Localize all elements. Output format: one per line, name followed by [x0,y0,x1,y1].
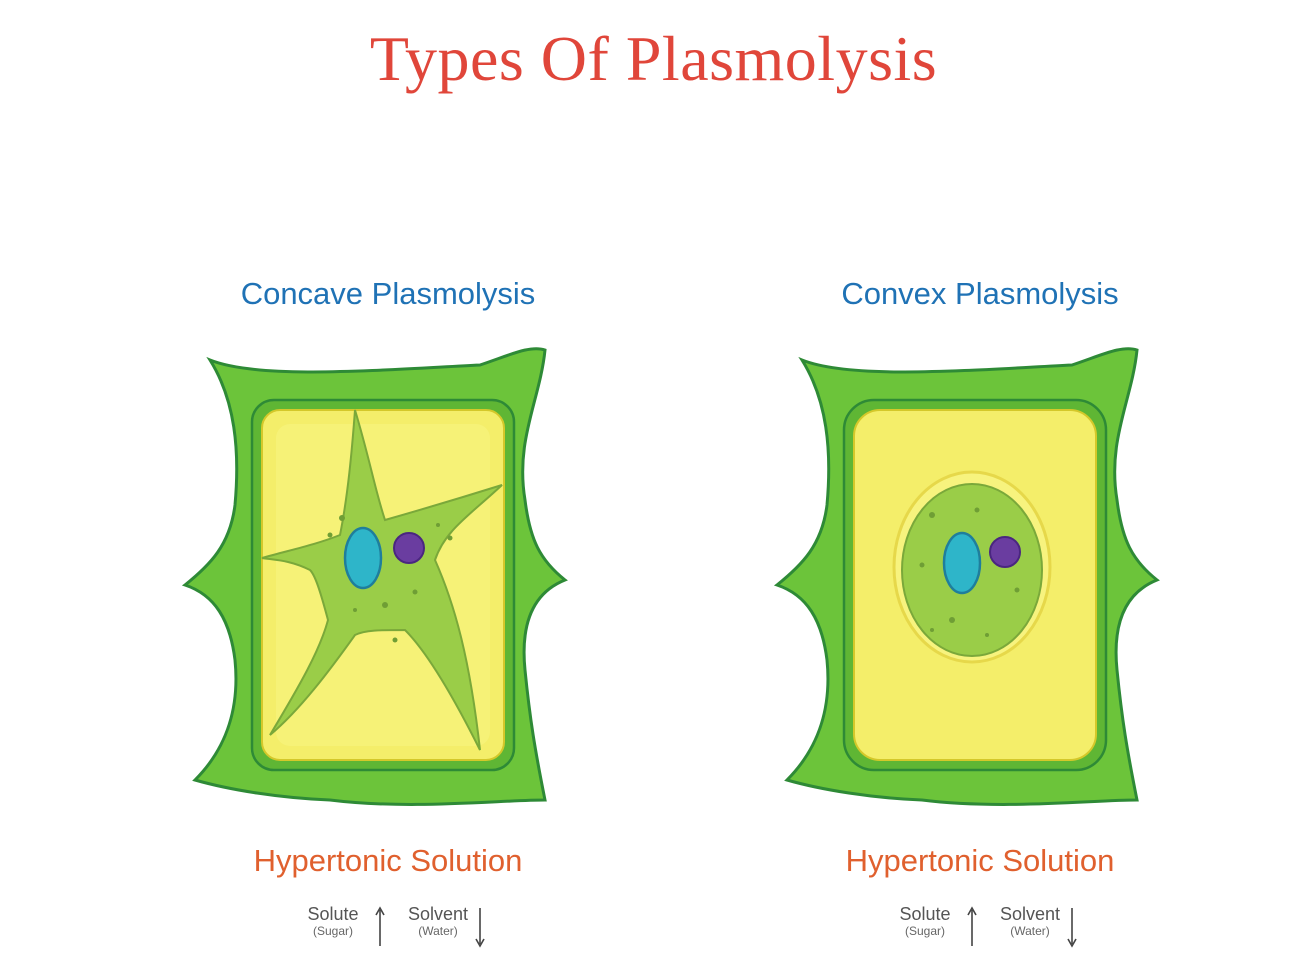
nucleus [343,526,383,590]
solute-label: Solute [307,904,359,924]
solute-term: Solute (Sugar) [298,904,368,938]
solution-label: Hypertonic Solution [845,843,1115,878]
arrow-down-icon [475,908,485,948]
solute-term: Solute (Sugar) [890,904,960,938]
arrow-up-icon [375,906,385,946]
panel-subtitle: Convex Plasmolysis [841,276,1119,311]
solvent-term: Solvent (Water) [990,904,1070,938]
nucleolus [393,532,425,564]
panel-convex: Convex Plasmolysis Hypertonic Solution S… [680,0,1280,980]
nucleolus [989,536,1021,568]
nucleus [942,531,982,595]
solvent-sub-label: (Water) [1010,924,1050,938]
solvent-sub-label: (Water) [418,924,458,938]
panel-concave: Concave Plasmolysis Hypertonic Solution … [88,0,688,980]
solute-sub-label: (Sugar) [312,924,353,938]
solute-label: Solute [899,904,951,924]
solvent-label: Solvent [407,904,469,924]
cytoplasm [261,409,503,751]
arrow-up-icon [967,906,977,946]
solute-solvent-legend: Solute (Sugar) Solvent (Water) [298,904,498,954]
page-title: Types Of Plasmolysis [369,23,938,94]
solvent-term: Solvent (Water) [398,904,478,938]
solute-solvent-legend: Solute (Sugar) Solvent (Water) [890,904,1090,954]
concave-cell-diagram [181,347,568,806]
solvent-label: Solvent [999,904,1061,924]
arrow-down-icon [1067,908,1077,948]
panel-subtitle: Concave Plasmolysis [240,276,536,311]
solution-label: Hypertonic Solution [253,843,523,878]
convex-cell-diagram [773,347,1160,806]
solute-sub-label: (Sugar) [904,924,945,938]
